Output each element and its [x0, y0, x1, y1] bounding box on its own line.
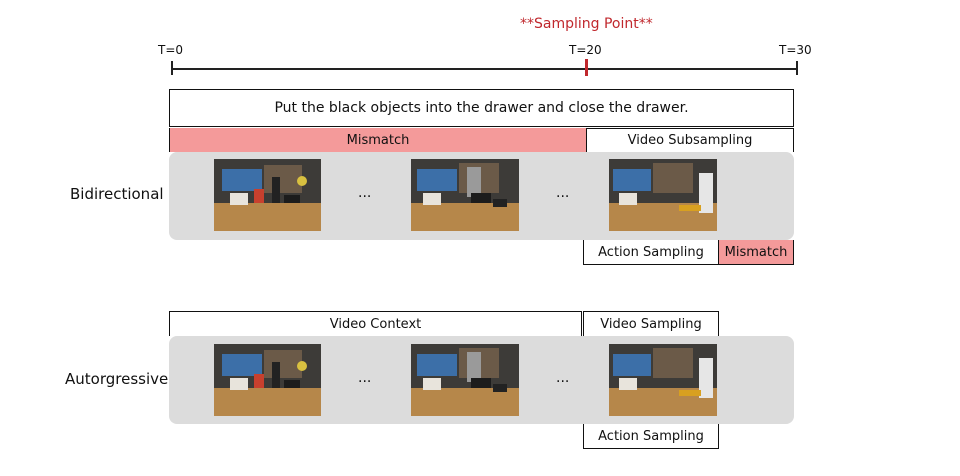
- tick-label-t0: T=0: [158, 43, 184, 57]
- video-sampling-label: Video Sampling: [600, 316, 702, 332]
- mismatch-top-label: Mismatch: [346, 132, 410, 148]
- bidirectional-frame-1: [214, 159, 321, 231]
- robot-scene-frame-icon: [214, 159, 321, 231]
- autoregressive-frame-3: [609, 344, 717, 416]
- video-sampling-bracket: Video Sampling: [583, 311, 719, 336]
- sampling-point-marker: [585, 59, 588, 76]
- robot-scene-frame-icon: [609, 344, 717, 416]
- bidirectional-ellipsis-2: ...: [556, 185, 570, 201]
- mismatch-bar-top: Mismatch: [169, 128, 586, 152]
- autoregressive-frame-1: [214, 344, 321, 416]
- robot-scene-frame-icon: [411, 344, 519, 416]
- tick-label-t30: T=30: [779, 43, 812, 57]
- robot-scene-frame-icon: [214, 344, 321, 416]
- video-subsampling-bracket: Video Subsampling: [586, 128, 794, 152]
- robot-scene-frame-icon: [609, 159, 717, 231]
- tick-label-t20: T=20: [569, 43, 602, 57]
- video-context-label: Video Context: [329, 316, 422, 332]
- robot-scene-frame-icon: [411, 159, 519, 231]
- bidirectional-action-sampling-bracket: Action Sampling: [583, 240, 719, 265]
- mismatch-bottom-label: Mismatch: [724, 244, 788, 260]
- bidirectional-action-sampling-label: Action Sampling: [598, 244, 704, 260]
- autoregressive-label: Autorgressive: [65, 370, 169, 388]
- autoregressive-frame-2: [411, 344, 519, 416]
- bidirectional-ellipsis-1: ...: [358, 185, 372, 201]
- tick-t30: [796, 61, 798, 75]
- mismatch-bar-bottom: Mismatch: [719, 240, 794, 265]
- instruction-box: Put the black objects into the drawer an…: [169, 89, 794, 127]
- instruction-text: Put the black objects into the drawer an…: [274, 100, 689, 116]
- video-context-bracket: Video Context: [169, 311, 582, 336]
- autoregressive-ellipsis-1: ...: [358, 370, 372, 386]
- video-subsampling-label: Video Subsampling: [627, 133, 753, 148]
- bidirectional-frame-3: [609, 159, 717, 231]
- bidirectional-frame-2: [411, 159, 519, 231]
- autoregressive-ellipsis-2: ...: [556, 370, 570, 386]
- tick-t0: [171, 61, 173, 75]
- sampling-point-label: **Sampling Point**: [520, 16, 653, 32]
- autoregressive-action-sampling-bracket: Action Sampling: [583, 424, 719, 449]
- autoregressive-action-sampling-label: Action Sampling: [598, 428, 704, 444]
- bidirectional-label: Bidirectional: [70, 185, 164, 203]
- timeline-axis: [171, 68, 797, 70]
